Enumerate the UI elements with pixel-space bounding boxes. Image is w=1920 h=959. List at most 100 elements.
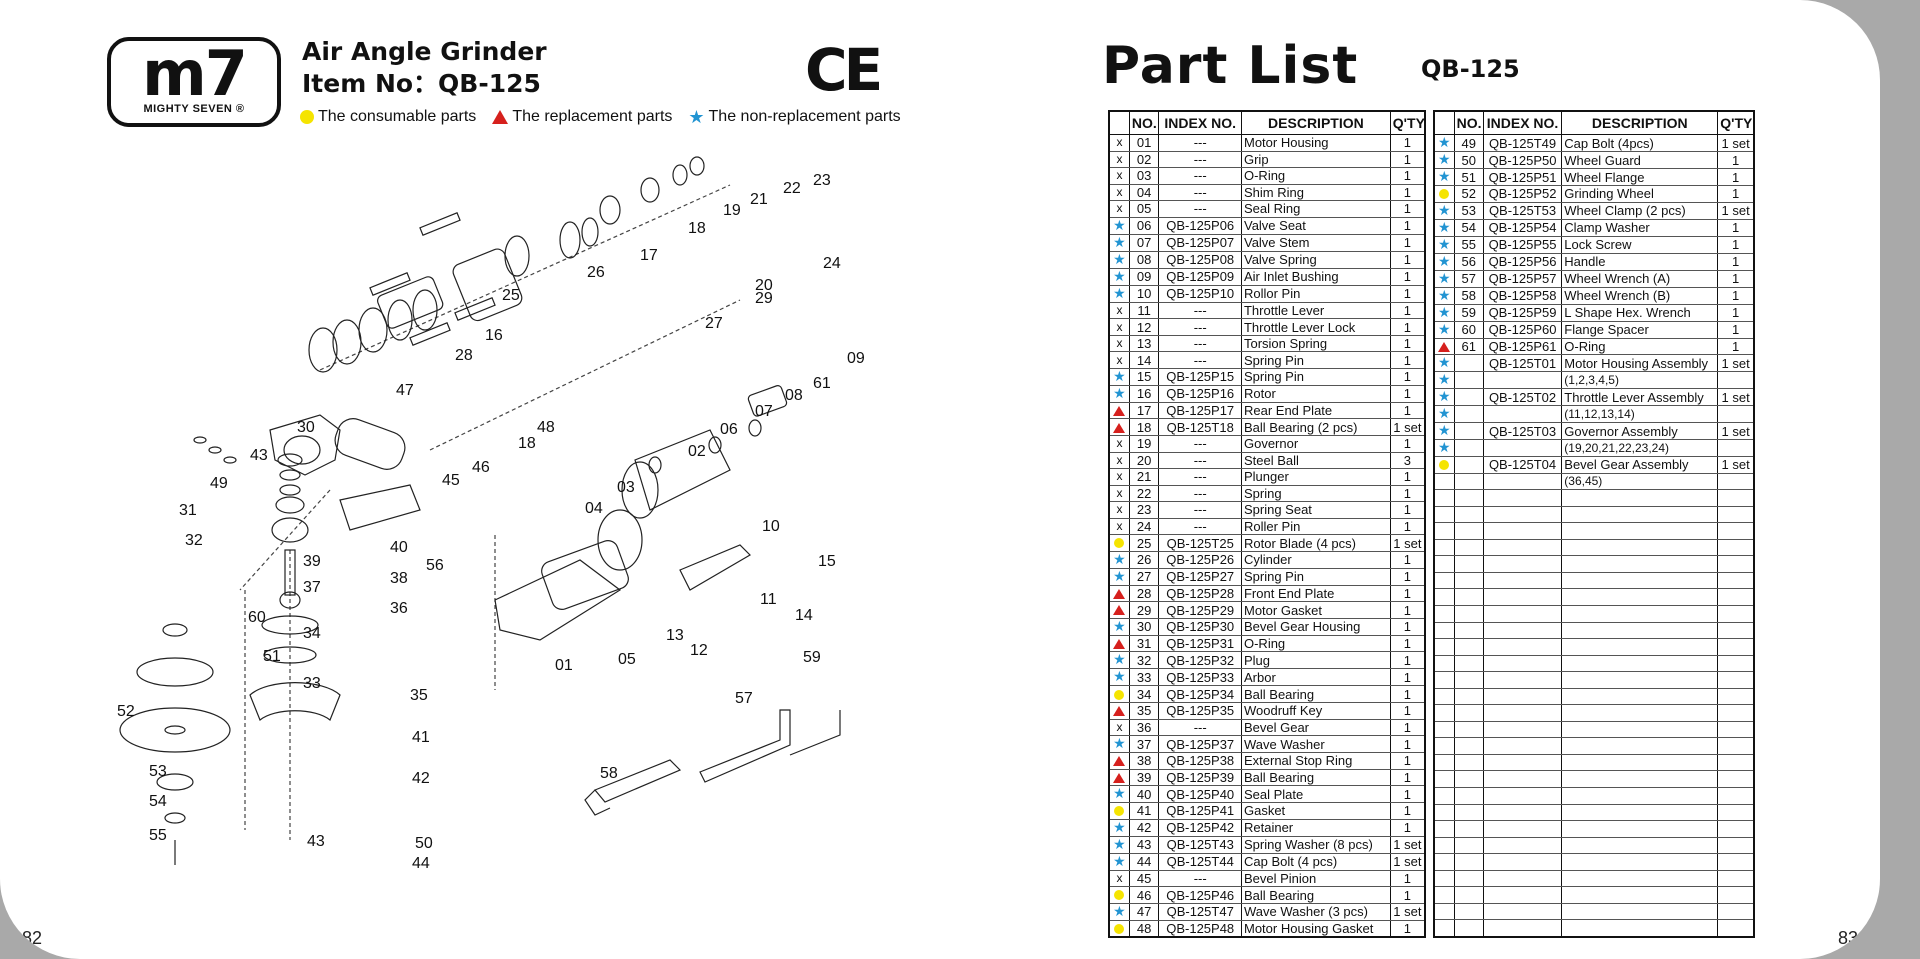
part-qty: [1717, 405, 1755, 424]
part-qty: 1: [1717, 287, 1755, 305]
part-no: [1453, 820, 1484, 838]
table-row: [1433, 853, 1755, 871]
part-description: [1561, 737, 1719, 755]
table-row: [1433, 605, 1755, 623]
index-no: [1482, 870, 1563, 888]
blue-star-icon: ★: [1438, 219, 1451, 235]
index-no: QB-125P57: [1482, 270, 1563, 288]
table-row: [1433, 903, 1755, 921]
part-no: [1453, 354, 1484, 373]
part-description: Cap Bolt (4 pcs): [1240, 853, 1391, 871]
x-mark-icon: x: [1116, 485, 1123, 500]
part-category-mark: ★: [1433, 236, 1455, 254]
part-category-mark: ★: [1108, 651, 1130, 670]
product-title: Air Angle Grinder Item No：QB-125: [302, 36, 547, 100]
part-no: 41: [1128, 802, 1160, 820]
part-category-mark: ★: [1433, 253, 1455, 271]
part-qty: 1: [1389, 402, 1426, 420]
index-no: QB-125T03: [1482, 422, 1563, 441]
index-no: [1482, 555, 1563, 573]
part-no: [1453, 622, 1484, 640]
part-label-04: 04: [585, 500, 603, 517]
part-no: [1453, 522, 1484, 540]
part-category-mark: ★: [1108, 217, 1130, 235]
part-qty: 1: [1389, 719, 1426, 737]
part-label-14: 14: [795, 607, 813, 624]
part-qty: [1717, 737, 1755, 755]
wheel-stack-shapes: [119, 623, 231, 865]
part-category-mark: [1108, 920, 1130, 938]
part-qty: [1717, 754, 1755, 772]
part-category-mark: [1433, 903, 1455, 921]
part-category-mark: [1433, 837, 1455, 855]
part-description: Lock Screw: [1561, 236, 1719, 254]
part-label-45: 45: [442, 472, 460, 489]
angle-head-shapes: [193, 414, 406, 721]
table-row: [1433, 919, 1755, 938]
part-qty: 1: [1717, 185, 1755, 203]
part-qty: [1717, 439, 1755, 458]
red-triangle-icon: [1113, 422, 1126, 433]
part-category-mark: x: [1108, 468, 1130, 486]
index-no: ---: [1158, 302, 1242, 320]
index-no: QB-125T53: [1482, 202, 1563, 220]
index-no: [1482, 688, 1563, 706]
part-category-mark: [1108, 769, 1130, 787]
part-category-mark: [1433, 688, 1455, 706]
part-no: [1453, 539, 1484, 557]
part-category-mark: [1433, 506, 1455, 524]
part-qty: 1: [1389, 785, 1426, 804]
red-triangle-icon: [1113, 772, 1126, 783]
blue-star-icon: ★: [1113, 285, 1126, 301]
part-category-mark: ★: [1433, 321, 1455, 339]
part-label-34: 34: [303, 625, 321, 642]
x-mark-icon: x: [1116, 168, 1123, 183]
part-description: Throttle Lever Assembly: [1561, 388, 1719, 407]
index-no: QB-125T49: [1482, 134, 1563, 152]
part-no: 46: [1128, 886, 1160, 904]
parts-legend: The consumable parts The replacement par…: [300, 108, 901, 126]
table-row: [1433, 886, 1755, 904]
part-category-mark: [1108, 685, 1130, 704]
x-mark-icon: x: [1116, 469, 1123, 484]
part-description: Bevel Gear: [1240, 719, 1391, 737]
part-category-mark: ★: [1433, 151, 1455, 169]
part-category-mark: ★: [1433, 405, 1455, 424]
x-mark-icon: x: [1116, 201, 1123, 216]
red-triangle-icon: [492, 110, 509, 124]
blue-star-icon: ★: [1113, 618, 1126, 634]
part-no: 36: [1128, 719, 1160, 737]
part-description: Woodruff Key: [1240, 702, 1391, 720]
table-row: [1433, 638, 1755, 656]
part-description: Seal Ring: [1240, 200, 1391, 218]
part-description: Steel Ball: [1240, 452, 1391, 470]
part-label-39: 39: [303, 553, 321, 570]
table-row: [1433, 539, 1755, 557]
part-qty: 1: [1389, 668, 1426, 687]
part-description: [1561, 638, 1719, 656]
part-label-09: 09: [847, 350, 865, 367]
part-category-mark: [1433, 770, 1455, 789]
part-description: Wheel Flange: [1561, 168, 1719, 186]
part-qty: 1: [1389, 618, 1426, 636]
x-mark-icon: x: [1116, 519, 1123, 534]
part-qty: 1: [1389, 769, 1426, 787]
part-category-mark: [1433, 886, 1455, 904]
index-no: [1482, 853, 1563, 871]
part-qty: [1717, 522, 1755, 540]
part-qty: 1: [1389, 251, 1426, 269]
part-no: [1453, 770, 1484, 789]
part-no: [1453, 439, 1484, 458]
part-description: [1561, 588, 1719, 607]
table-row: [1433, 754, 1755, 772]
part-description: Rotor: [1240, 385, 1391, 403]
index-no: QB-125P33: [1158, 668, 1242, 687]
part-description: Bevel Pinion: [1240, 870, 1391, 888]
part-qty: 1: [1717, 253, 1755, 271]
yellow-dot-icon: [1114, 538, 1125, 549]
part-qty: [1717, 853, 1755, 871]
